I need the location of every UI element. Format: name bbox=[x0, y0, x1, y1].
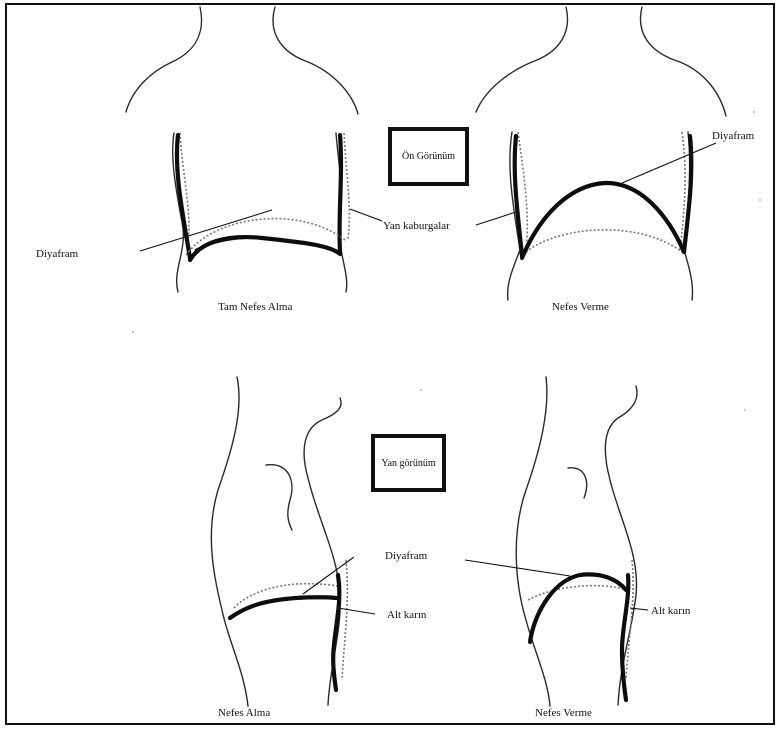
side-exhale-caption: Nefes Verme bbox=[535, 708, 592, 719]
side-exhale-abdomen-label: Alt karın bbox=[651, 606, 690, 617]
front-diaphragm-label-right: Diyafram bbox=[712, 131, 754, 142]
front-diaphragm-label-left: Diyafram bbox=[36, 249, 78, 260]
front-inhale-caption: Tam Nefes Alma bbox=[218, 302, 292, 313]
side-inhale-caption: Nefes Alma bbox=[218, 708, 270, 719]
front-side-ribs-label: Yan kaburgalar bbox=[383, 221, 450, 232]
front-exhale-caption: Nefes Verme bbox=[552, 302, 609, 313]
front-view-title-box: Ön Görünüm bbox=[388, 127, 469, 186]
front-view-title: Ön Görünüm bbox=[402, 151, 455, 162]
side-inhale-abdomen-label: Alt karın bbox=[387, 610, 426, 621]
side-view-title: Yan görünüm bbox=[381, 458, 435, 469]
side-diaphragm-label: Diyafram bbox=[385, 551, 427, 562]
side-view-title-box: Yan görünüm bbox=[371, 434, 446, 492]
